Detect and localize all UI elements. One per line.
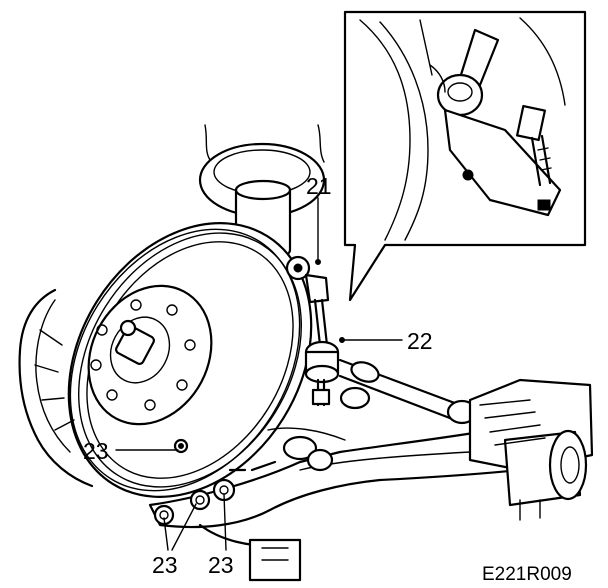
detail-inset <box>343 10 587 302</box>
callout-23-left: 23 <box>152 552 178 578</box>
bolt-group <box>153 438 236 526</box>
leader-lines <box>115 197 403 551</box>
control-arm <box>148 427 522 582</box>
callout-23-right: 23 <box>208 552 234 578</box>
callout-21: 21 <box>306 173 332 199</box>
shock-absorber <box>198 124 326 260</box>
figure-code: E221R009 <box>482 564 572 585</box>
splash-shield <box>18 288 94 488</box>
subframe-bushing <box>468 378 594 521</box>
wheel-hub <box>87 284 213 426</box>
callout-22: 22 <box>407 328 433 354</box>
stabilizer-link <box>285 255 340 407</box>
callout-23-upper: 23 <box>83 438 109 464</box>
